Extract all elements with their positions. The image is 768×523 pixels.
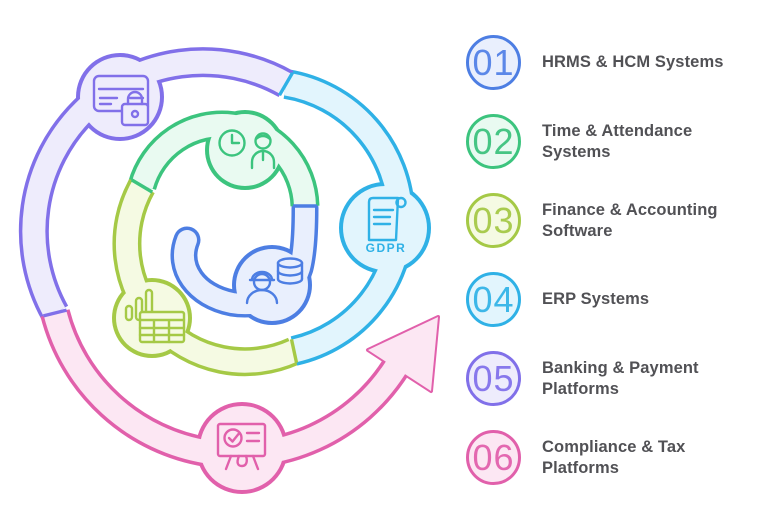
- item-number-badge: 04: [466, 272, 521, 327]
- item-label-line: Software: [542, 221, 613, 240]
- item-label-line: Platforms: [542, 379, 620, 398]
- list-item: 04 ERP Systems: [440, 260, 768, 339]
- check-board-icon: [216, 422, 267, 471]
- item-number-badge: 02: [466, 114, 521, 169]
- divider-time-finance: [130, 178, 154, 194]
- divider-erp-banking: [278, 71, 294, 97]
- item-label: ERP Systems: [542, 289, 649, 310]
- item-number-badge: 03: [466, 193, 521, 248]
- spiral-segment-compliance: [40, 309, 440, 494]
- clock-person-icon: [218, 129, 276, 170]
- bubble-fill: [209, 114, 281, 186]
- item-label-line: Platforms: [542, 458, 620, 477]
- item-number-badge: 05: [466, 351, 521, 406]
- divider-finance-erp: [289, 338, 299, 364]
- list-item: 01 HRMS & HCM Systems: [440, 23, 768, 102]
- item-label-line: HRMS & HCM Systems: [542, 53, 724, 71]
- item-number-badge: 06: [466, 430, 521, 485]
- item-label-line: Finance & Accounting: [542, 200, 718, 219]
- item-label-line: Time & Attendance: [542, 121, 693, 140]
- bubble-fill: [343, 186, 427, 270]
- spiral-segment-time: [128, 110, 320, 207]
- bubble-fill: [200, 406, 284, 490]
- item-label-line: ERP Systems: [542, 290, 650, 308]
- item-number-badge: 01: [466, 35, 521, 90]
- gdpr-scroll-icon: GDPR: [366, 196, 407, 255]
- card-lock-icon: [92, 74, 150, 127]
- gdpr-label: GDPR: [366, 241, 407, 255]
- divider-banking-compliance: [42, 308, 68, 318]
- spiral-arrow-head-fill: [368, 317, 438, 391]
- systems-list: 01 HRMS & HCM Systems 02 Time & Attendan…: [440, 0, 768, 523]
- integration-spiral: GDPR: [18, 47, 440, 494]
- item-label: HRMS & HCM Systems: [542, 52, 724, 73]
- chart-spreadsheet-icon: [124, 288, 186, 344]
- segment-dividers: [42, 71, 317, 364]
- item-label-line: Compliance & Tax: [542, 437, 686, 456]
- person-coins-icon: [245, 257, 304, 305]
- item-label-line: Banking & Payment: [542, 358, 699, 377]
- item-label-line: Systems: [542, 142, 611, 161]
- spiral-segment-erp: [283, 69, 431, 366]
